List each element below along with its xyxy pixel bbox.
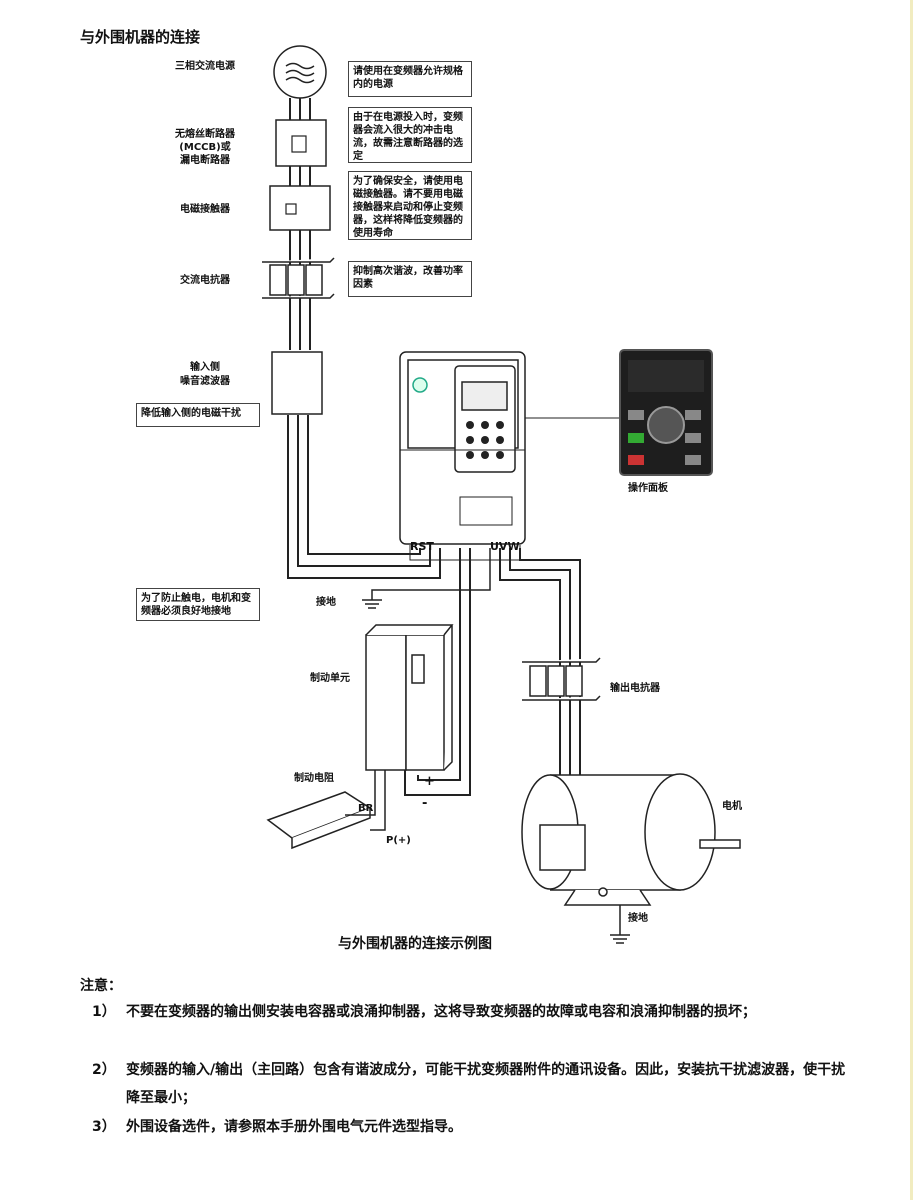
braking-unit-icon: [365, 624, 454, 771]
label-pplus: P(+): [386, 835, 411, 846]
diagram-caption: 与外围机器的连接示例图: [338, 936, 492, 952]
label-motor: 电机: [722, 801, 742, 812]
label-ground-2: 接地: [628, 913, 648, 924]
noise-filter-icon: [271, 351, 323, 415]
item-number: 3）: [92, 1119, 116, 1135]
label-breaker-3: 漏电断路器: [180, 155, 230, 166]
item-text: 外围设备选件，请参照本手册外围电气元件选型指导。: [126, 1119, 462, 1135]
label-power: 三相交流电源: [175, 61, 235, 72]
note-reactor: 抑制高次谐波，改善功率因素: [348, 261, 472, 297]
power-source-icon: [273, 45, 327, 99]
ac-reactor-icon: [262, 257, 335, 299]
output-reactor-icon: [522, 657, 601, 701]
section-title: 与外围机器的连接: [80, 28, 201, 46]
label-filter-2: 噪音滤波器: [180, 376, 230, 387]
attention-heading: 注意：: [80, 978, 122, 994]
attention-item: 3） 外围设备选件，请参照本手册外围电气元件选型指导。: [92, 1113, 852, 1141]
item-number: 1）: [92, 1004, 116, 1020]
label-uvw: UVW: [490, 540, 520, 553]
wiring-diagram: [262, 45, 741, 944]
label-brake-unit: 制动单元: [310, 673, 350, 684]
label-br: BR: [358, 803, 374, 814]
attention-item: 1） 不要在变频器的输出侧安装电容器或浪涌抑制器，这将导致变频器的故障或电容和浪涌…: [92, 998, 852, 1026]
label-breaker-2: (MCCB)或: [179, 142, 231, 153]
label-panel: 操作面板: [628, 483, 668, 494]
label-filter-1: 输入侧: [190, 362, 220, 373]
item-number: 2）: [92, 1062, 116, 1078]
note-filter: 降低输入侧的电磁干扰: [136, 403, 260, 427]
contactor-icon: [269, 185, 331, 231]
attention-item: 2） 变频器的输入/输出（主回路）包含有谐波成分，可能干扰变频器附件的通讯设备。因…: [92, 1056, 852, 1112]
label-ac-reactor: 交流电抗器: [180, 275, 230, 286]
note-ground: 为了防止触电，电机和变频器必须良好地接地: [136, 588, 260, 621]
label-ground-1: 接地: [316, 597, 336, 608]
item-text: 变频器的输入/输出（主回路）包含有谐波成分，可能干扰变频器附件的通讯设备。因此，…: [126, 1062, 846, 1106]
ground-icon: [362, 548, 491, 609]
note-breaker: 由于在电源投入时，变频器会流入很大的冲击电流，故需注意断路器的选定: [348, 107, 472, 163]
note-power: 请使用在变频器允许规格内的电源: [348, 61, 472, 97]
note-contactor: 为了确保安全，请使用电磁接触器。请不要用电磁接触器来启动和停止变频器，这样将降低…: [348, 171, 472, 240]
label-breaker-1: 无熔丝断路器: [175, 129, 235, 140]
inverter-icon: [399, 351, 526, 561]
item-text: 不要在变频器的输出侧安装电容器或浪涌抑制器，这将导致变频器的故障或电容和浪涌抑制…: [126, 1004, 756, 1020]
operation-panel-icon: [619, 349, 713, 476]
motor-icon: [521, 773, 741, 906]
label-plus: +: [424, 774, 435, 789]
label-rst: RST: [410, 540, 434, 553]
brake-resistor-icon: [266, 791, 372, 850]
label-contactor: 电磁接触器: [180, 204, 230, 215]
label-brake-resistor: 制动电阻: [294, 773, 334, 784]
label-output-reactor: 输出电抗器: [610, 683, 660, 694]
label-minus: -: [422, 796, 428, 811]
